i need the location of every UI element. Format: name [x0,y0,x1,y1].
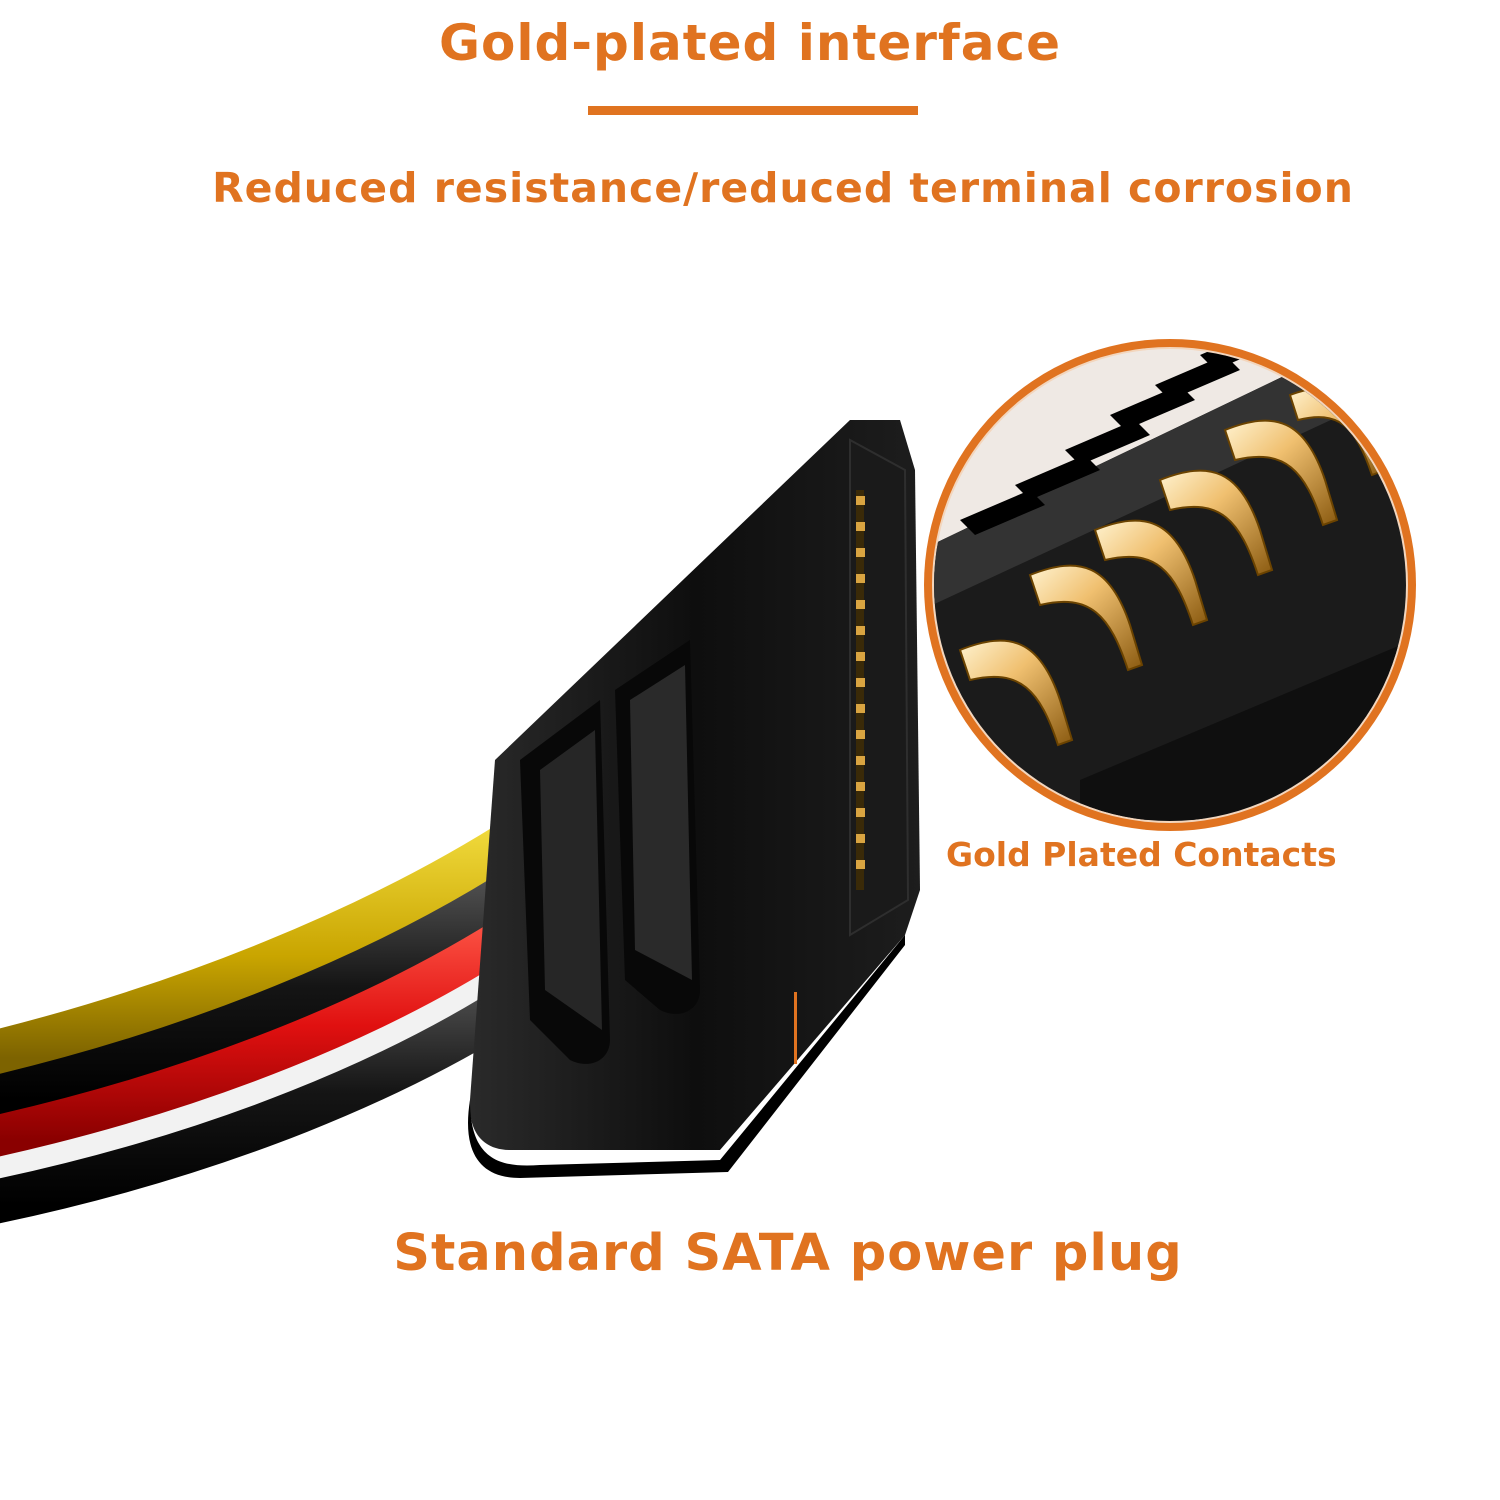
plug-callout: Standard SATA power plug [393,1224,1183,1283]
headline-subtitle: Reduced resistance/reduced terminal corr… [212,164,1354,212]
connector-pins [856,490,865,890]
headline-divider [588,106,918,115]
cable-wires [0,811,565,1224]
headline-title: Gold-plated interface [438,14,1061,72]
contacts-callout: Gold Plated Contacts [946,835,1337,874]
sata-connector [468,420,920,1178]
magnified-contacts [924,339,1416,831]
